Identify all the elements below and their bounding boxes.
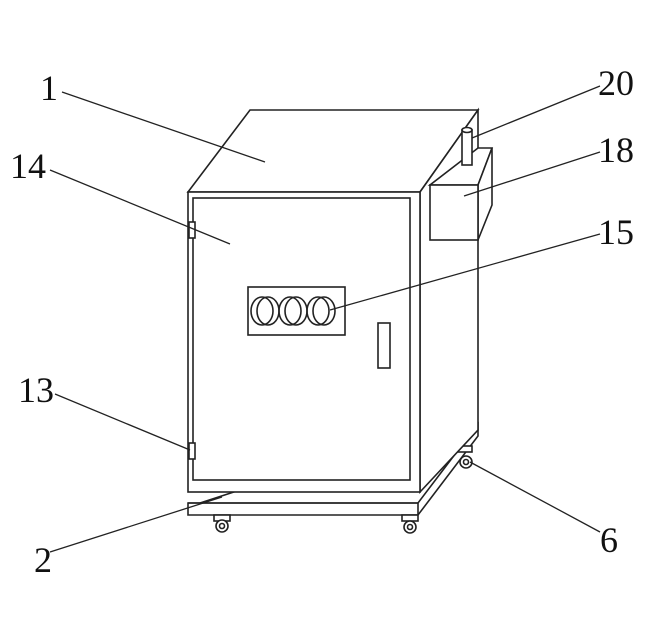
leader-lines: [49, 85, 601, 553]
door-handle: [377, 322, 391, 369]
cylinder: [461, 126, 473, 166]
label-13: 13: [18, 370, 54, 410]
label-6: 6: [600, 520, 618, 560]
wheel: [213, 514, 231, 533]
label-15: 15: [598, 212, 634, 252]
label-14: 14: [10, 146, 46, 186]
label-18: 18: [598, 130, 634, 170]
label-20: 20: [598, 63, 634, 103]
wheel: [401, 514, 419, 534]
label-1: 1: [40, 68, 58, 108]
wheel: [457, 445, 473, 469]
door: [192, 197, 411, 481]
hinge-bottom: [188, 442, 196, 460]
label-2: 2: [34, 540, 52, 580]
knob-panel: [247, 286, 346, 336]
hinge-top: [188, 221, 196, 239]
